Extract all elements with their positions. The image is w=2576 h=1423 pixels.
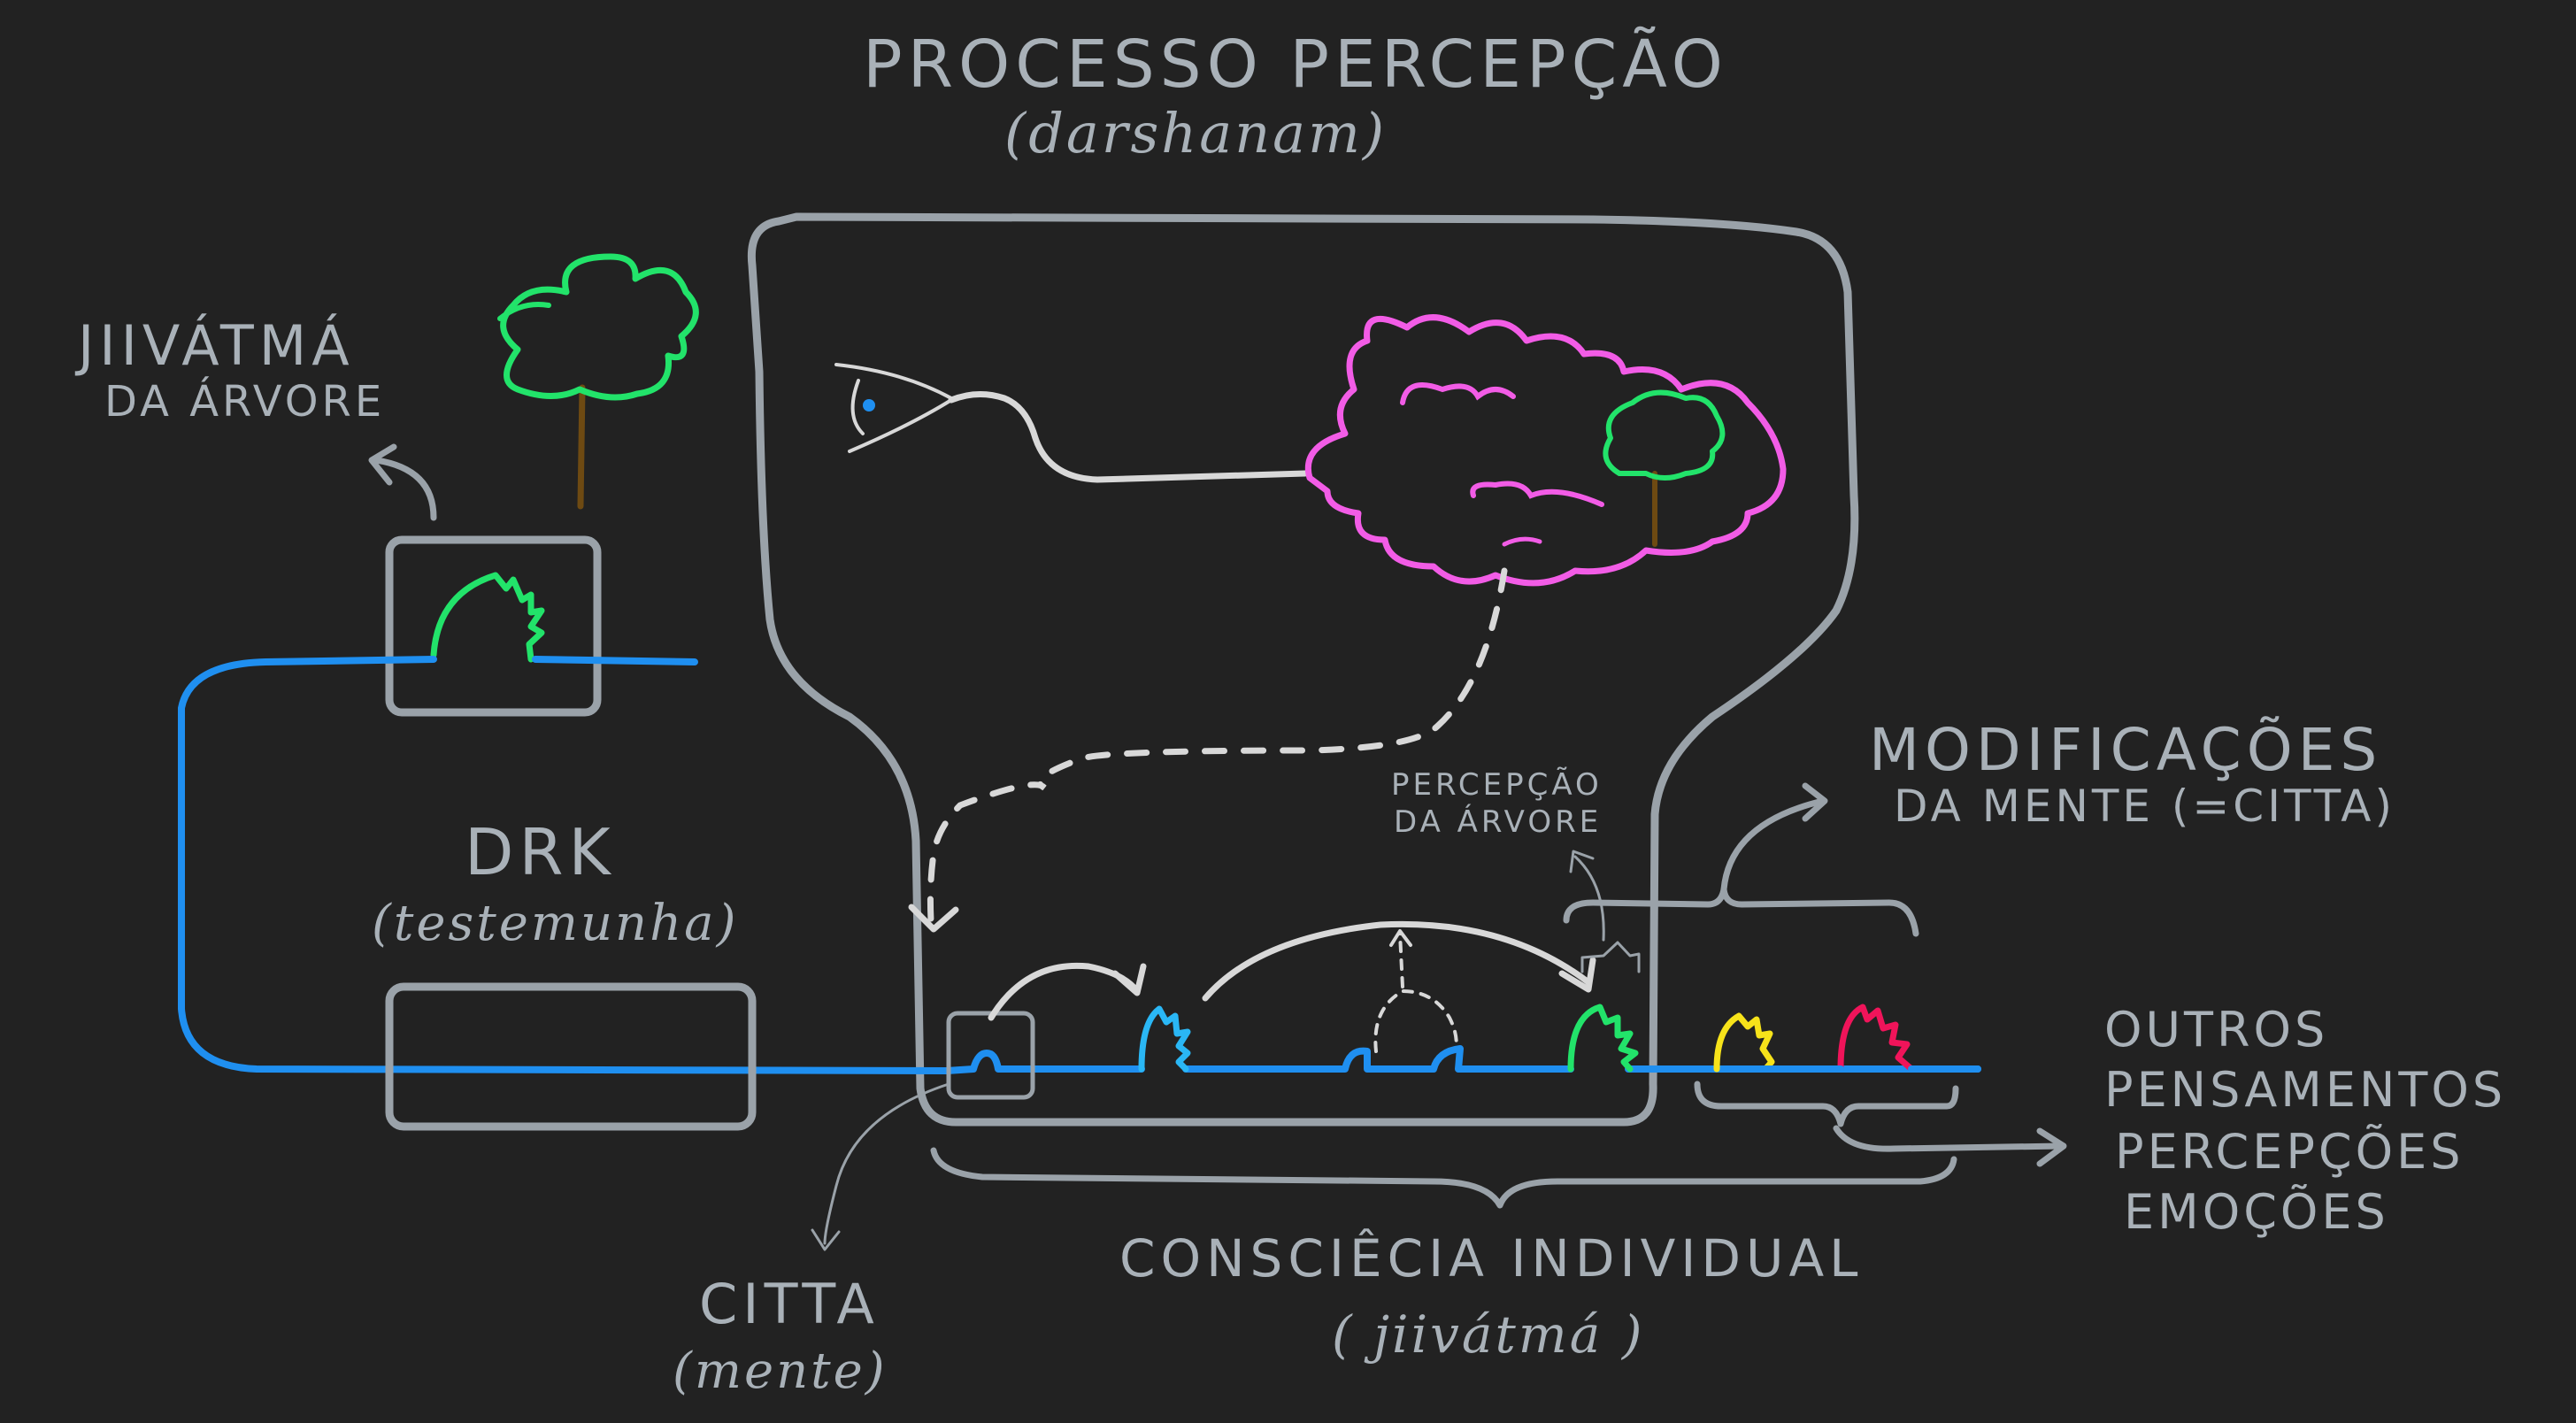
dashed-arrow-brain-to-citta: [927, 567, 1508, 924]
dashed-small-up-head: [1389, 929, 1412, 947]
label-jiivatma-paren: ( jiivátmá ): [1332, 1304, 1644, 1365]
label-jiivatma-2: DA ÁRVORE: [104, 376, 385, 427]
dashed-small-arc: [1373, 988, 1458, 1053]
mind-line-left-loop: [178, 656, 950, 1074]
label-percepcao-2: DA ÁRVORE: [1394, 804, 1602, 840]
brain-icon: [1305, 314, 1787, 587]
bracket-percepcao: [1580, 941, 1641, 973]
arrow-to-percepcao: [1573, 855, 1605, 942]
label-outros-2: PENSAMENTOS: [2104, 1062, 2506, 1118]
dashed-arrow-head: [908, 904, 959, 933]
brace-consciencia: [930, 1147, 1957, 1209]
jiivatma-box: [385, 535, 602, 717]
red-wave: [1837, 1004, 1915, 1073]
arrow-arc-to-green-head: [1558, 957, 1596, 993]
arrow-to-jiivatma: [373, 457, 437, 521]
arrow-arc-to-green: [1202, 920, 1592, 1002]
label-outros-1: OUTROS: [2104, 1002, 2328, 1058]
cyan-wave: [1138, 1005, 1191, 1073]
arrow-to-modificacoes-head: [1802, 782, 1828, 822]
arrow-to-citta-head: [811, 1228, 841, 1251]
process-outline: [747, 212, 1859, 1127]
label-percepcao-1: PERCEPÇÃO: [1391, 767, 1603, 803]
title-sub: (darshanam): [1004, 101, 1387, 165]
drk-box: [385, 982, 757, 1131]
dashed-small-up: [1398, 932, 1404, 988]
arrow-to-jiivatma-head: [368, 443, 397, 486]
label-modificacoes-1: MODIFICAÇÕES: [1869, 716, 2382, 784]
arrow-to-percepcao-head: [1569, 850, 1595, 873]
title-main: PROCESSO PERCEPÇÃO: [863, 26, 1728, 103]
tree-icon: [497, 253, 699, 510]
label-citta: CITTA: [699, 1272, 880, 1336]
arrow-to-outros-head: [2036, 1127, 2067, 1167]
arrow-to-citta: [823, 1082, 950, 1245]
label-modificacoes-2: DA MENTE (=CITTA): [1894, 781, 2395, 832]
bracket-modificacoes: [1563, 886, 1919, 937]
arrow-citta-to-cyan-head: [1111, 963, 1147, 996]
label-drk: DRK: [465, 815, 616, 889]
label-testemunha: (testemunha): [372, 895, 738, 952]
arrow-to-outros: [1833, 1125, 2065, 1152]
yellow-wave: [1713, 1012, 1775, 1073]
optic-nerve: [948, 391, 1309, 483]
label-outros-4: EMOÇÕES: [2124, 1184, 2389, 1240]
green-wave-small: [430, 572, 545, 663]
label-outros-3: PERCEPÇÕES: [2115, 1124, 2465, 1180]
arrow-to-modificacoes: [1720, 797, 1826, 893]
green-wave-perception: [1567, 1004, 1639, 1073]
label-consciencia: CONSCIÊCIA INDIVIDUAL: [1119, 1227, 1863, 1288]
label-mente: (mente): [673, 1342, 888, 1400]
label-jiivatma-1: JIIVÁTMÁ: [74, 312, 355, 378]
bracket-outros: [1694, 1081, 1959, 1127]
eye-icon: [834, 363, 953, 453]
